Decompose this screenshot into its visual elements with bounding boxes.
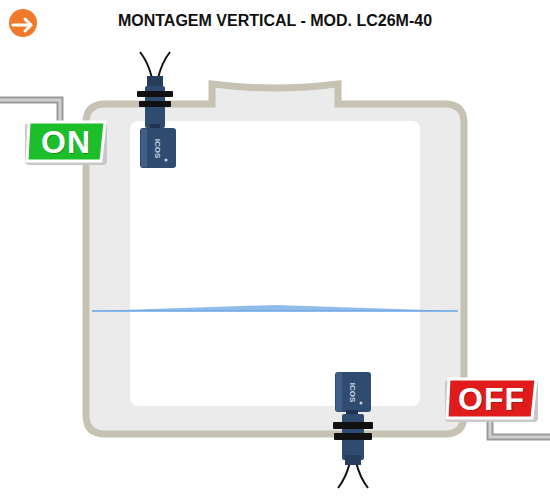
brand-label: ICOS (348, 382, 357, 402)
status-sign: ON (25, 120, 107, 165)
diagram-title: MONTAGEM VERTICAL - MOD. LC26M-40 (0, 12, 550, 30)
status-sign: OFF (445, 377, 538, 422)
sign-text: ON (41, 124, 91, 161)
sign-text: OFF (458, 381, 525, 418)
brand-label: ICOS (153, 138, 162, 158)
